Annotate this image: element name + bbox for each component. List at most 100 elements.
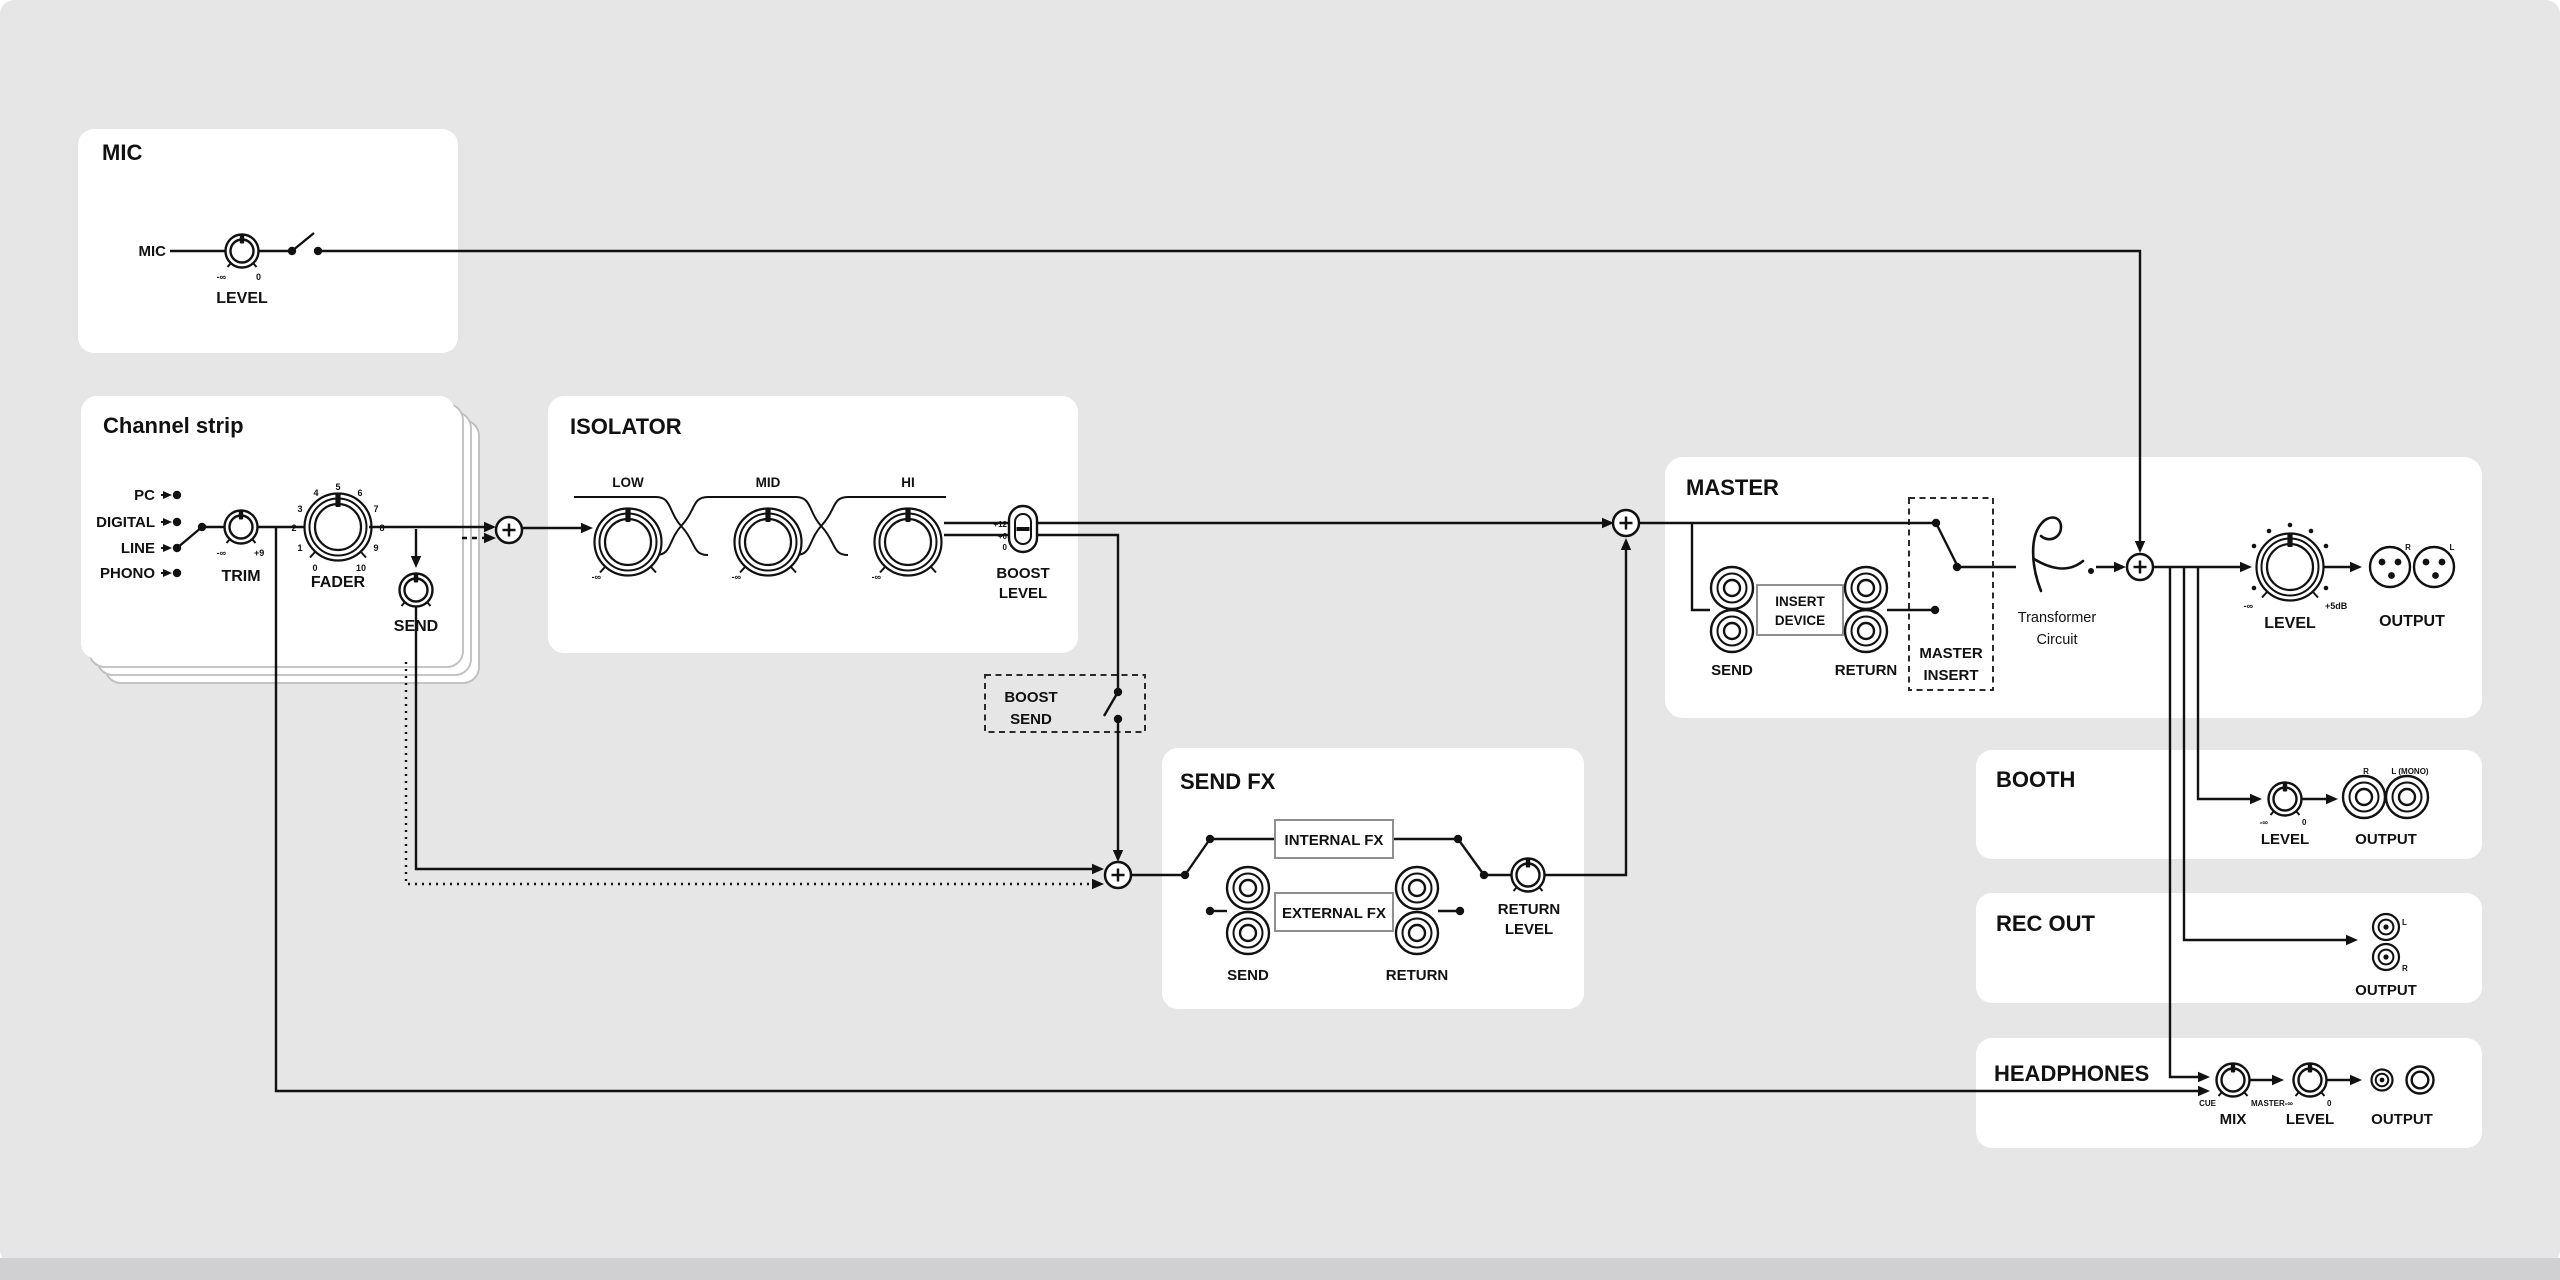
xlr-left-label: L <box>2450 543 2455 552</box>
boost-send: BOOST SEND <box>984 674 1146 733</box>
mix-label: MIX <box>2220 1111 2247 1128</box>
fx-select-arm-left <box>1184 838 1211 876</box>
svg-text:2: 2 <box>291 523 296 533</box>
fader-label: FADER <box>311 574 366 591</box>
input-label-line: LINE <box>121 540 155 557</box>
send-wire <box>414 607 1092 871</box>
send-fx-wires <box>1180 834 1511 916</box>
master-insert-wires <box>1690 518 2016 615</box>
boost-level-switch <box>1007 504 1039 554</box>
master-level-ticks <box>2251 522 2329 591</box>
master-section: MASTER INSERT DEVICE SEND RETURN MASTER … <box>1665 457 2482 718</box>
headphones-section: HEADPHONES CUE MASTER MIX -∞ 0 LEVEL OUT… <box>1976 1038 2482 1148</box>
master-level-knob <box>2255 531 2325 602</box>
trim-label: TRIM <box>221 568 260 585</box>
master-send-jack-1 <box>1709 565 1755 611</box>
master-send-jack-2 <box>1709 608 1755 654</box>
booth-jack-left-label: L (MONO) <box>2391 767 2429 776</box>
master-send-label: SEND <box>1711 662 1753 679</box>
boost-send-switch <box>1102 687 1123 724</box>
sum-node-master <box>1611 508 1641 538</box>
headphones-jack-mini <box>2370 1068 2394 1092</box>
booth-level-max: 0 <box>2302 818 2307 827</box>
return-level-label-2: LEVEL <box>1505 921 1553 938</box>
mid-min: -∞ <box>732 572 742 582</box>
fx-send-jack-1 <box>1225 865 1271 911</box>
boost-level-label-1: BOOST <box>996 565 1049 582</box>
hi-knob <box>873 506 943 577</box>
booth-title: BOOTH <box>1996 767 2075 792</box>
input-label-pc: PC <box>134 487 155 504</box>
master-to-headphones-wire <box>2168 567 2198 1079</box>
svg-text:4: 4 <box>313 488 318 498</box>
master-level-label: LEVEL <box>2264 615 2316 632</box>
insert-device-label-2: DEVICE <box>1775 613 1825 628</box>
boost-pos-12: +12 <box>993 520 1007 529</box>
low-knob <box>593 506 663 577</box>
sum-node-mic <box>2125 552 2155 582</box>
master-level-min: -∞ <box>2244 601 2254 611</box>
rec-output-label: OUTPUT <box>2355 982 2417 999</box>
boost-pos-0: 0 <box>1003 543 1008 552</box>
bottom-edge <box>0 1258 2560 1280</box>
rec-out-section: REC OUT L R OUTPUT <box>1976 893 2482 1003</box>
fx-return-jack-1 <box>1394 865 1440 911</box>
fx-send-label: SEND <box>1227 967 1269 984</box>
send-fx-section: SEND FX INTERNAL FX EXTERNAL FX SEND RET… <box>1162 748 1584 1009</box>
input-selector-arm <box>176 526 203 549</box>
mid-knob <box>733 506 803 577</box>
booth-output-label: OUTPUT <box>2355 831 2417 848</box>
routing-wires <box>274 249 2362 1097</box>
master-insert-dashed-box <box>1908 497 1994 691</box>
mic-level-min: -∞ <box>217 272 227 282</box>
fx-select-arm-right <box>1457 838 1485 876</box>
internal-fx-box <box>1274 819 1394 859</box>
hp-level-label: LEVEL <box>2286 1111 2334 1128</box>
svg-text:0: 0 <box>312 563 317 573</box>
channel-input-selector: PC DIGITAL LINE PHONO <box>96 487 225 582</box>
svg-text:6: 6 <box>357 488 362 498</box>
crossover-curves <box>574 496 946 556</box>
send-fx-box <box>1162 748 1584 1009</box>
master-output-xlr-left <box>2412 545 2456 589</box>
fx-send-jack-2 <box>1225 910 1271 956</box>
rec-jack-left-label: L <box>2402 918 2407 927</box>
trim-min: -∞ <box>217 548 227 558</box>
fx-return-wire <box>1545 549 1628 877</box>
headphones-mix-knob <box>2215 1061 2251 1098</box>
sum-node-channels <box>494 515 524 545</box>
band-hi-label: HI <box>901 475 915 490</box>
input-label-digital: DIGITAL <box>96 514 155 531</box>
svg-text:1: 1 <box>297 543 302 553</box>
mic-wires <box>170 232 323 256</box>
rec-out-rca-right <box>2371 942 2401 972</box>
mix-min: CUE <box>2199 1099 2217 1108</box>
headphones-jack-quarter <box>2405 1065 2435 1095</box>
send-fx-title: SEND FX <box>1180 769 1276 794</box>
mic-input-label: MIC <box>139 243 167 260</box>
mic-level-knob <box>224 232 260 269</box>
transformer-label-1: Transformer <box>2018 610 2097 626</box>
isolator-section: ISOLATOR LOW MID HI -∞ -∞ -∞ +12 +6 0 BO… <box>548 396 1078 653</box>
channel-strip-section: Channel strip PC DIGITAL LINE PHONO -∞ +… <box>81 396 480 684</box>
booth-section: BOOTH -∞ 0 LEVEL R L (MONO) OUTPUT <box>1976 750 2482 859</box>
boost-send-wire-upper <box>1037 533 1120 688</box>
return-level-label-1: RETURN <box>1498 901 1561 918</box>
band-mid-label: MID <box>756 475 781 490</box>
xlr-right-label: R <box>2405 543 2411 552</box>
master-return-jack-1 <box>1843 565 1889 611</box>
master-return-label: RETURN <box>1835 662 1898 679</box>
svg-text:5: 5 <box>335 482 340 492</box>
booth-level-min: -∞ <box>2260 818 2269 827</box>
svg-text:9: 9 <box>373 543 378 553</box>
svg-text:7: 7 <box>373 504 378 514</box>
band-low-label: LOW <box>612 475 644 490</box>
booth-output-jack-right <box>2341 774 2387 820</box>
master-insert-label-1: MASTER <box>1919 645 1983 662</box>
boost-send-label-2: SEND <box>1010 711 1052 728</box>
booth-level-knob <box>2267 780 2303 817</box>
rec-jack-right-label: R <box>2402 964 2408 973</box>
internal-fx-label: INTERNAL FX <box>1285 832 1384 849</box>
